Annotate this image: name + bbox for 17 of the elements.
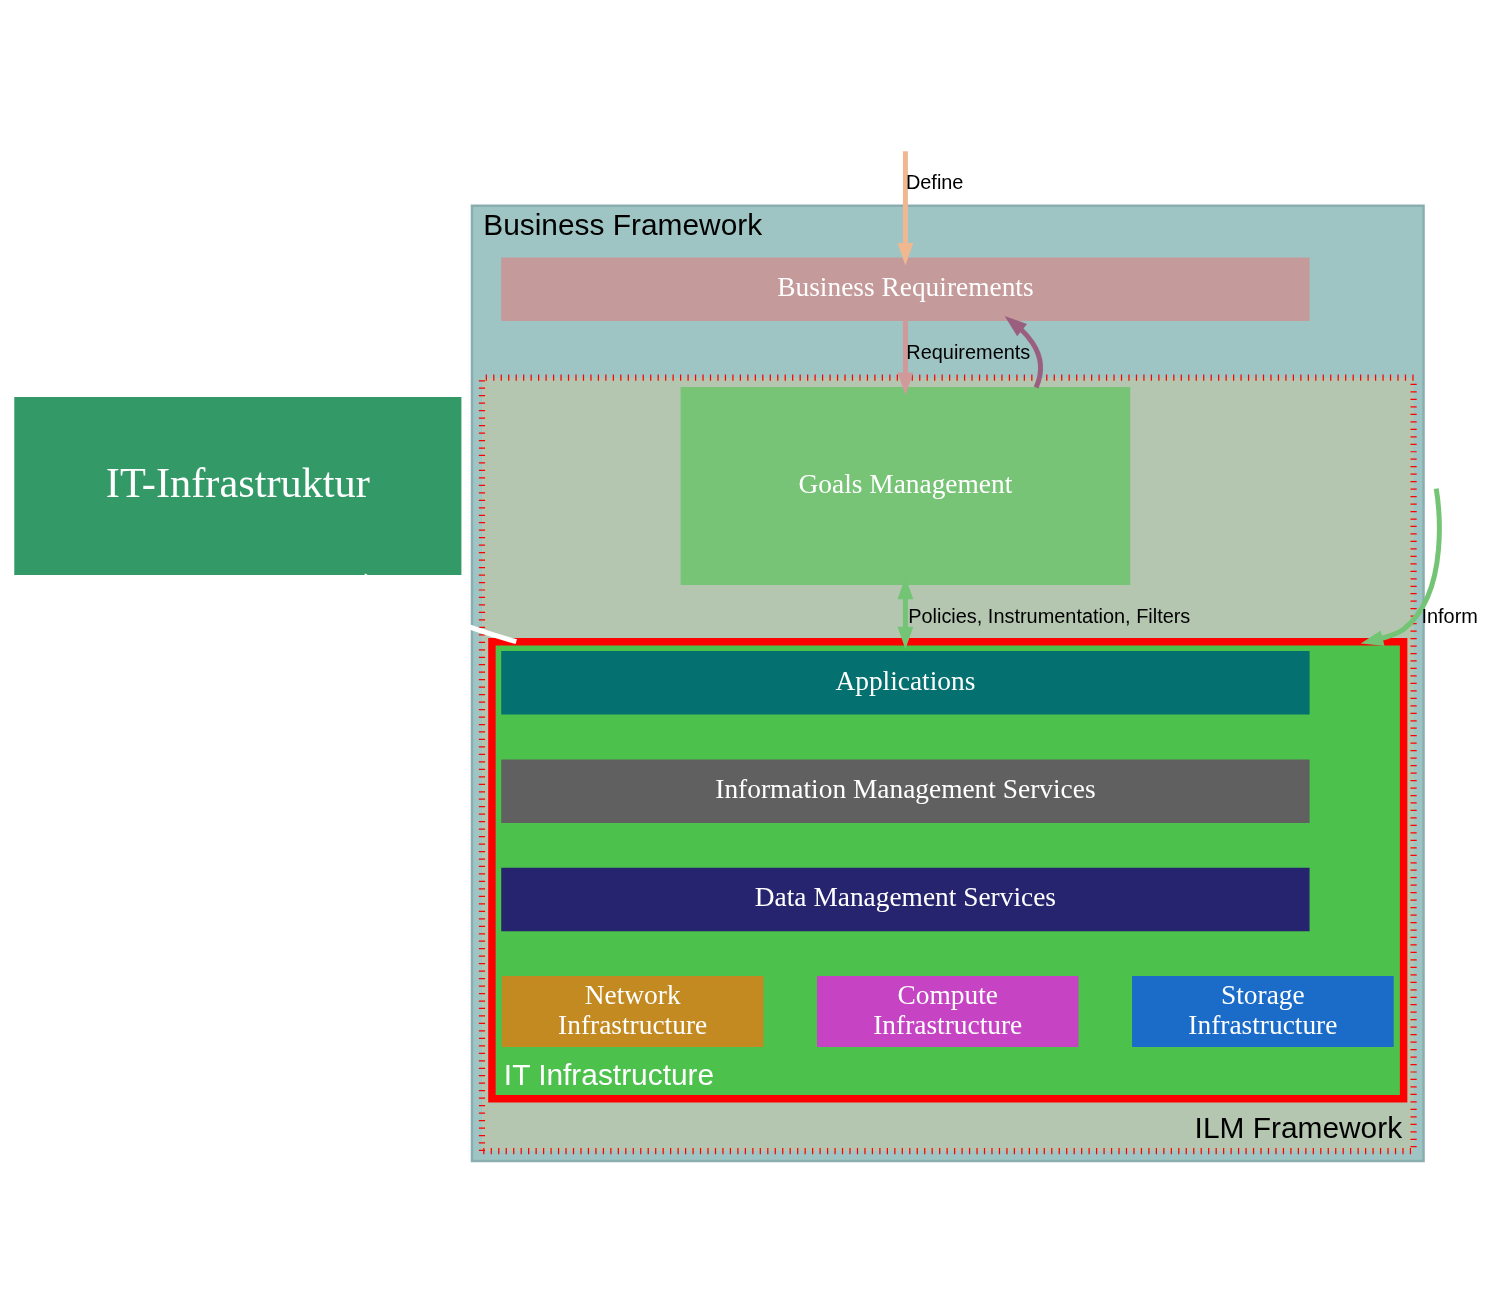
arrow xyxy=(1360,487,1442,646)
arrow xyxy=(897,150,914,266)
arrow xyxy=(1004,315,1043,388)
edge-label: Requirements xyxy=(906,340,1031,363)
edge-label: Define xyxy=(905,170,964,193)
node-box: Business Requirements xyxy=(501,256,1310,321)
node-box: Network Infrastructure xyxy=(501,975,764,1047)
node-box: Data Management Services xyxy=(501,867,1310,931)
node-box: Goals Management xyxy=(680,386,1131,585)
node-box: Applications xyxy=(501,650,1310,715)
node-box: Compute Infrastructure xyxy=(817,975,1079,1047)
node-box: Information Management Services xyxy=(501,758,1310,823)
arrow xyxy=(897,319,914,395)
connector xyxy=(362,573,517,644)
edge-label: Policies, Instrumentation, Filters xyxy=(908,604,1191,627)
node-box: Storage Infrastructure xyxy=(1132,975,1394,1047)
node-box: IT-Infrastruktur xyxy=(13,395,463,576)
